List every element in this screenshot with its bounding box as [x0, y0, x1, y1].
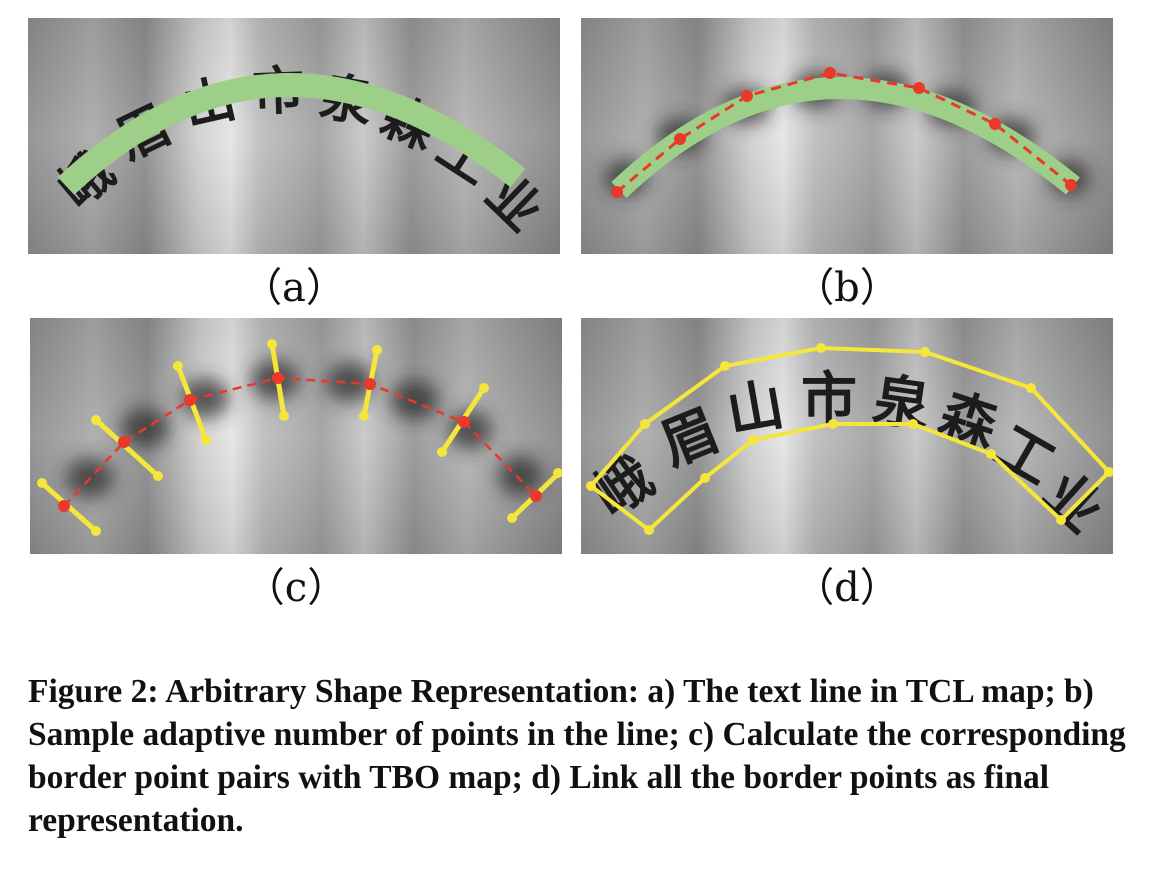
border-point — [173, 361, 183, 371]
text-center-line — [57, 73, 526, 195]
figure-caption: Figure 2: Arbitrary Shape Representation… — [28, 673, 1126, 839]
panel-d-label: （d） — [794, 565, 900, 611]
border-point — [91, 526, 101, 536]
sample-point — [184, 394, 196, 406]
boundary-point — [986, 449, 996, 459]
border-point — [479, 383, 489, 393]
boundary-points — [586, 343, 1113, 535]
border-point — [372, 345, 382, 355]
boundary-point — [1026, 383, 1036, 393]
sample-point — [913, 82, 925, 94]
border-point — [91, 415, 101, 425]
border-point — [359, 411, 369, 421]
sample-point — [118, 436, 130, 448]
sample-point — [674, 133, 686, 145]
boundary-point — [748, 435, 758, 445]
boundary-point — [828, 419, 838, 429]
border-point — [153, 471, 163, 481]
boundary-point — [1056, 515, 1066, 525]
boundary-point — [816, 343, 826, 353]
boundary-point — [700, 473, 710, 483]
sample-point — [458, 416, 470, 428]
boundary-point — [720, 361, 730, 371]
border-point — [279, 411, 289, 421]
blurred-text-blobs — [66, 360, 542, 498]
panel-c-image — [30, 318, 562, 554]
boundary-point — [908, 419, 918, 429]
sample-points — [611, 67, 1077, 198]
boundary-point — [1104, 467, 1113, 477]
sample-point — [741, 90, 753, 102]
panel-b-label: （b） — [794, 265, 900, 311]
boundary-point — [920, 347, 930, 357]
sample-point — [1065, 179, 1077, 191]
boundary-point — [586, 481, 596, 491]
sample-point — [364, 378, 376, 390]
scene-text: 峨 眉 山 市 泉 森 工 业 — [582, 367, 1113, 546]
border-point — [37, 478, 47, 488]
boundary-point — [644, 525, 654, 535]
panel-d-image: 峨 眉 山 市 泉 森 工 业 — [581, 318, 1113, 554]
sample-points — [58, 372, 542, 512]
panel-b-image — [581, 18, 1113, 254]
border-point — [437, 447, 447, 457]
sample-point — [530, 490, 542, 502]
sample-point — [824, 67, 836, 79]
border-point — [507, 513, 517, 523]
sample-point — [272, 372, 284, 384]
sample-point — [58, 500, 70, 512]
sample-point — [611, 186, 623, 198]
panel-a-image: 峨 眉 山 市 泉 森 工 业 — [28, 18, 560, 254]
sample-point — [989, 118, 1001, 130]
border-point — [553, 468, 562, 478]
panel-c-label: （c） — [244, 565, 348, 611]
boundary-point — [640, 419, 650, 429]
panel-a-label: （a） — [242, 265, 346, 311]
border-point — [201, 435, 211, 445]
border-pair-line — [94, 418, 160, 478]
border-point — [267, 339, 277, 349]
